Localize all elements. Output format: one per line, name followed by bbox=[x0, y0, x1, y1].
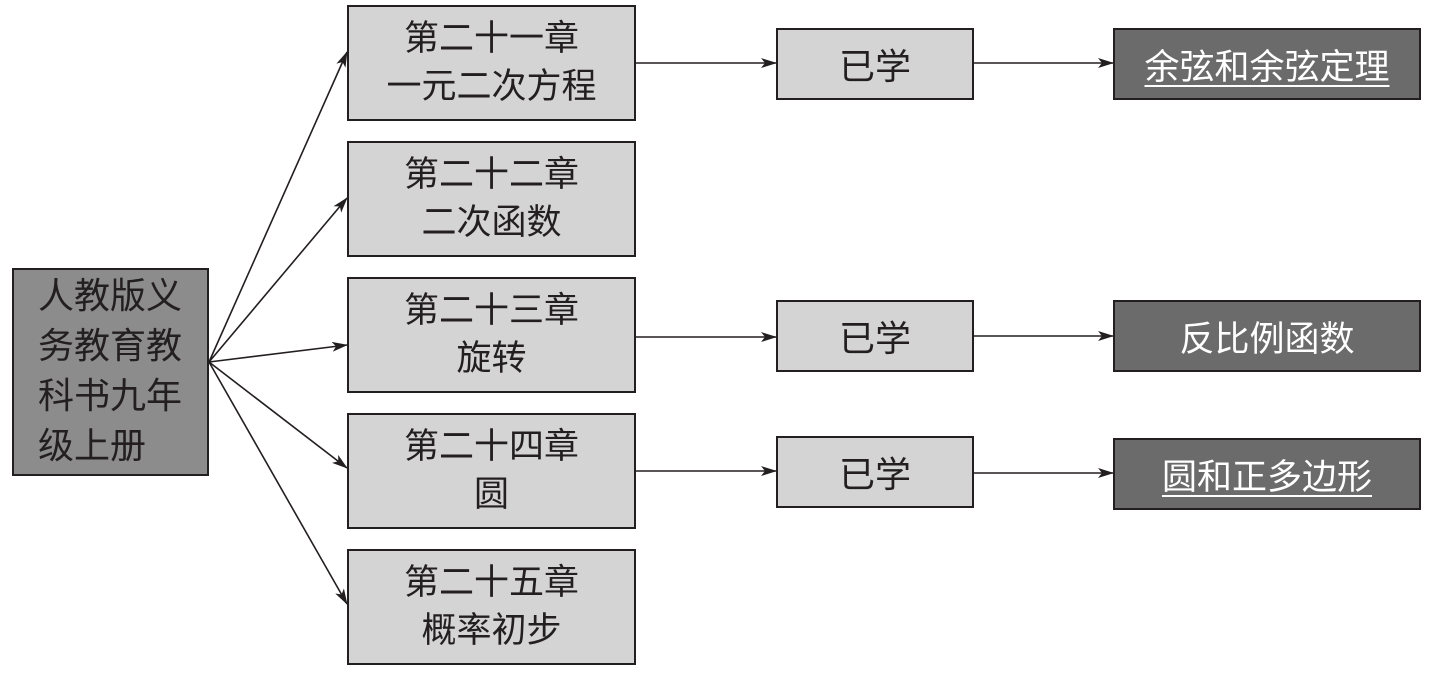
chapter-node-21: 第二十一章 一元二次方程 bbox=[347, 5, 636, 121]
arrow-root-to-chapter-22 bbox=[208, 197, 348, 363]
arrow-root-to-chapter-21 bbox=[208, 51, 348, 363]
chapter-number: 第二十一章 bbox=[403, 19, 579, 59]
root-text-line: 级上册 bbox=[38, 426, 147, 467]
chapter-title: 二次函数 bbox=[421, 203, 562, 243]
learned-node-1: 已学 bbox=[776, 28, 974, 100]
chapter-number: 第二十二章 bbox=[403, 155, 579, 195]
target-text: 余弦和余弦定理 bbox=[1144, 47, 1390, 88]
learned-node-2: 已学 bbox=[776, 300, 974, 372]
chapter-title: 旋转 bbox=[456, 339, 527, 379]
learned-node-3: 已学 bbox=[776, 436, 974, 508]
chapter-node-22: 第二十二章 二次函数 bbox=[347, 141, 636, 257]
chapter-node-25: 第二十五章 概率初步 bbox=[347, 549, 636, 665]
chapter-node-24: 第二十四章 圆 bbox=[347, 413, 636, 529]
chapter-number: 第二十五章 bbox=[403, 563, 579, 603]
chapter-node-23: 第二十三章 旋转 bbox=[347, 277, 636, 393]
learned-label: 已学 bbox=[838, 47, 911, 88]
root-text-line: 务教育教 bbox=[38, 326, 183, 367]
learned-label: 已学 bbox=[838, 455, 911, 496]
root-text-line: 人教版义 bbox=[38, 276, 183, 317]
chapter-title: 圆 bbox=[473, 475, 509, 515]
chapter-title: 一元二次方程 bbox=[386, 67, 597, 107]
target-text: 圆和正多边形 bbox=[1161, 457, 1372, 498]
target-node-3: 圆和正多边形 bbox=[1113, 438, 1421, 510]
target-text: 反比例函数 bbox=[1179, 319, 1355, 360]
chapter-number: 第二十三章 bbox=[403, 291, 579, 331]
target-node-2: 反比例函数 bbox=[1113, 300, 1421, 372]
root-textbook-node: 人教版义 务教育教 科书九年 级上册 bbox=[12, 268, 209, 476]
arrow-root-to-chapter-24 bbox=[208, 361, 348, 469]
learned-label: 已学 bbox=[838, 319, 911, 360]
chapter-number: 第二十四章 bbox=[403, 427, 579, 467]
chapter-title: 概率初步 bbox=[421, 611, 562, 651]
root-text-line: 科书九年 bbox=[38, 376, 183, 417]
target-node-1: 余弦和余弦定理 bbox=[1113, 28, 1421, 100]
arrow-root-to-chapter-23 bbox=[208, 341, 348, 363]
arrow-root-to-chapter-25 bbox=[208, 361, 348, 605]
